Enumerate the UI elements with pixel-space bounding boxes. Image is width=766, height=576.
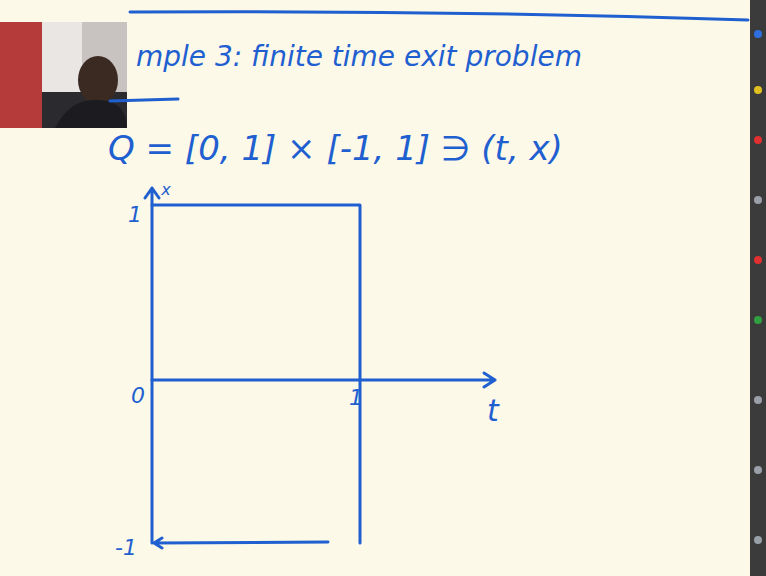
slide-title: mple 3: finite time exit problem [136, 42, 582, 73]
title-underline [110, 99, 178, 101]
axis-label: x [161, 181, 170, 199]
t-axis [152, 373, 495, 387]
x-axis [145, 188, 159, 543]
toolbar [750, 0, 766, 576]
set-definition: Q = [0, 1] × [-1, 1] ∋ (t, x) [108, 130, 563, 167]
axis-label: t [487, 394, 499, 427]
tick-label: -1 [115, 536, 137, 560]
region-edge [152, 205, 360, 543]
region-bottom [154, 538, 328, 548]
tick-label: 1 [128, 203, 142, 227]
ink-strokes [110, 12, 748, 548]
tick-label: 1 [349, 386, 363, 410]
header-rule [130, 12, 748, 20]
tick-label: 0 [131, 384, 145, 408]
webcam-thumbnail [0, 22, 127, 128]
